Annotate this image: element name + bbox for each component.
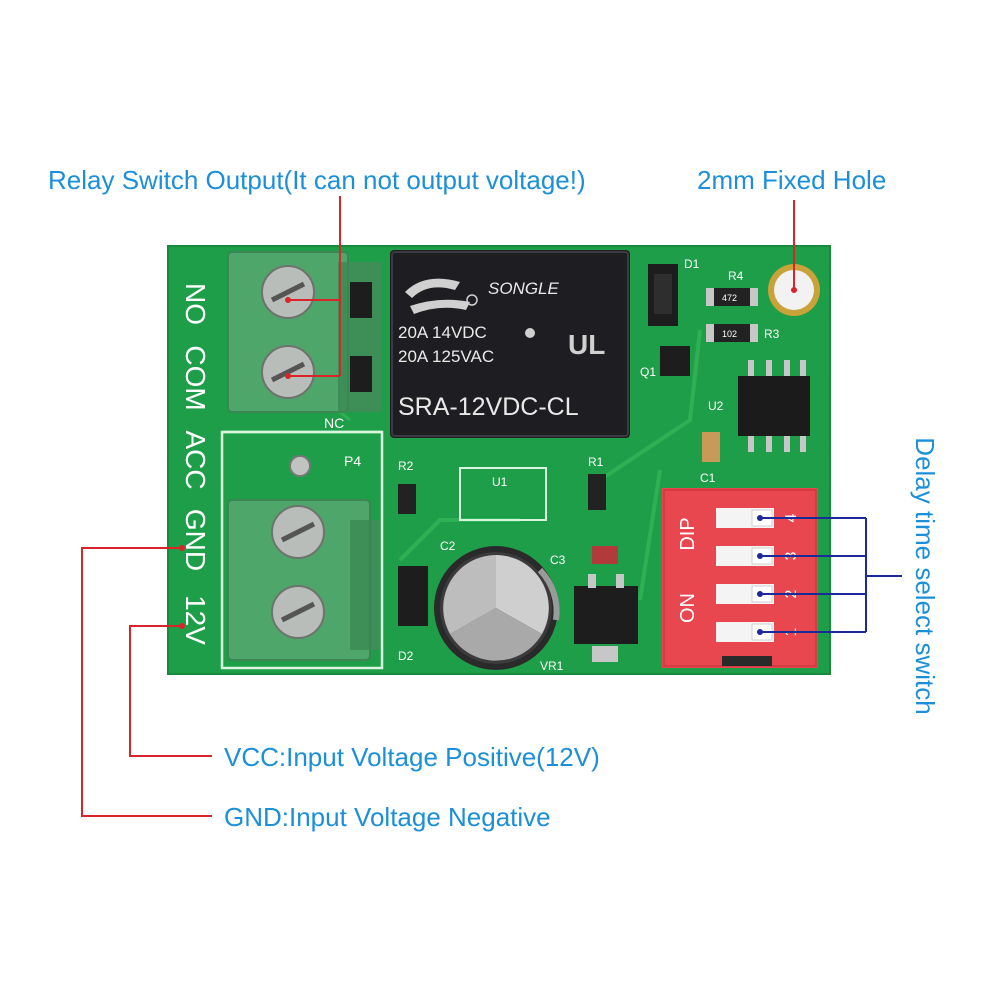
screw-com [261, 345, 315, 399]
u1-label: U1 [492, 475, 508, 489]
callout-delay-switch: Delay time select switch [910, 437, 940, 714]
smd-components: D1 472 R4 102 R3 Q1 U2 C1 R2 R1 [398, 257, 810, 673]
terminal-label-acc: ACC [180, 430, 211, 489]
svg-text:UL: UL [568, 329, 605, 360]
relay-brand: SONGLE [488, 279, 560, 298]
leader-gnd [81, 545, 212, 817]
relay-rating-1: 20A 14VDC [398, 323, 487, 342]
callout-gnd: GND:Input Voltage Negative [224, 802, 551, 832]
r2-label: R2 [398, 459, 414, 473]
nc-label: NC [324, 415, 344, 431]
terminal-label-no: NO [180, 283, 211, 325]
leader-fixed-hole [791, 200, 797, 293]
callout-vcc: VCC:Input Voltage Positive(12V) [224, 742, 600, 772]
callout-relay-output: Relay Switch Output(It can not output vo… [48, 165, 586, 195]
d1-label: D1 [684, 257, 700, 271]
terminal-label-gnd: GND [180, 509, 211, 571]
relay-model: SRA-12VDC-CL [398, 393, 579, 421]
leader-dip [757, 515, 902, 635]
vr1-label: VR1 [540, 659, 564, 673]
callout-fixed-hole: 2mm Fixed Hole [697, 165, 886, 195]
callout-labels: Relay Switch Output(It can not output vo… [48, 165, 940, 832]
r1-label: R1 [588, 455, 604, 469]
r4-code: 472 [722, 293, 737, 303]
dip-switch: DIP ON 4 3 2 1 [662, 488, 818, 668]
r3-label: R3 [764, 327, 780, 341]
dip-slider-1[interactable] [716, 622, 774, 642]
dip-label: DIP [677, 517, 699, 550]
leader-relay-output [285, 196, 341, 379]
screw-no [261, 265, 315, 319]
screw-12v [271, 585, 325, 639]
power-terminal-block [227, 455, 380, 661]
ul-mark-icon: UL [568, 329, 605, 360]
songle-logo-icon [405, 278, 478, 314]
relay-rating-2: 20A 125VAC [398, 347, 494, 366]
terminal-label-com: COM [180, 345, 211, 410]
p4-label: P4 [344, 453, 361, 469]
dip-on-label: ON [677, 593, 699, 623]
screw-gnd [271, 505, 325, 559]
relay: SONGLE 20A 14VDC 20A 125VAC UL SRA-12VDC… [390, 250, 630, 438]
leader-vcc [129, 623, 212, 757]
output-terminal-block [227, 251, 382, 413]
d2-label: D2 [398, 649, 414, 663]
q1-label: Q1 [640, 365, 656, 379]
r4-label: R4 [728, 269, 744, 283]
c2-label: C2 [440, 539, 456, 553]
leader-lines [81, 196, 902, 817]
terminal-label-12v: 12V [180, 595, 211, 645]
c1-label: C1 [700, 471, 716, 485]
electrolytic-capacitor [434, 546, 560, 670]
r3-code: 102 [722, 329, 737, 339]
terminal-labels: NO COM ACC GND 12V NC P4 [180, 283, 361, 645]
u2-label: U2 [708, 399, 724, 413]
c3-label: C3 [550, 553, 566, 567]
